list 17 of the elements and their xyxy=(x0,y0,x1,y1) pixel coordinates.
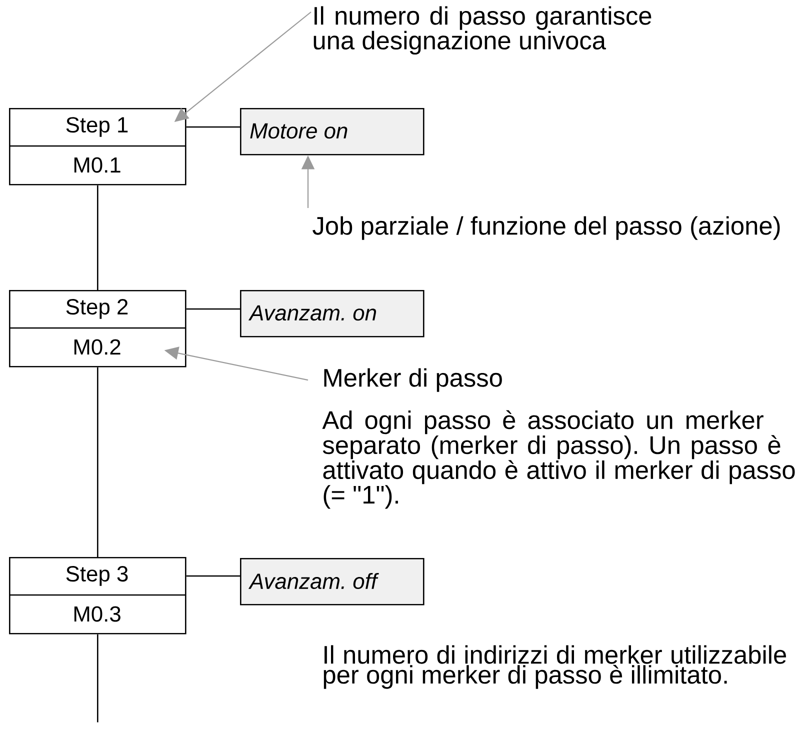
step-box: Step 3 M0.3 xyxy=(9,557,186,634)
action-box: Avanzam. on xyxy=(240,290,424,338)
merker-label: Merker di passo xyxy=(324,368,502,392)
connector-line xyxy=(186,308,240,310)
step-box: Step 1 M0.1 xyxy=(9,108,186,186)
connector-line xyxy=(186,126,240,128)
action-box: Motore on xyxy=(240,108,424,156)
connector-line xyxy=(186,575,240,577)
callout-text: Il numero di passo garantisce una designazione univoca xyxy=(314,6,652,55)
step-box: Step 2 M0.2 xyxy=(9,290,186,368)
vertical-line xyxy=(97,367,98,557)
note-text: Ad ogni passo è associato un merker separato (merker di passo). Un passo è attivato quando è attivo il merker di passo (= "1"). xyxy=(322,410,795,509)
vertical-line xyxy=(97,634,98,722)
note-text: Il numero di indirizzi di merker utilizzabile per ogni merker di passo è illimitato. xyxy=(324,645,786,689)
callout-text: Job parziale / funzione del passo (azione) xyxy=(312,216,780,240)
vertical-line xyxy=(97,185,98,290)
action-box: Avanzam. off xyxy=(240,558,424,606)
